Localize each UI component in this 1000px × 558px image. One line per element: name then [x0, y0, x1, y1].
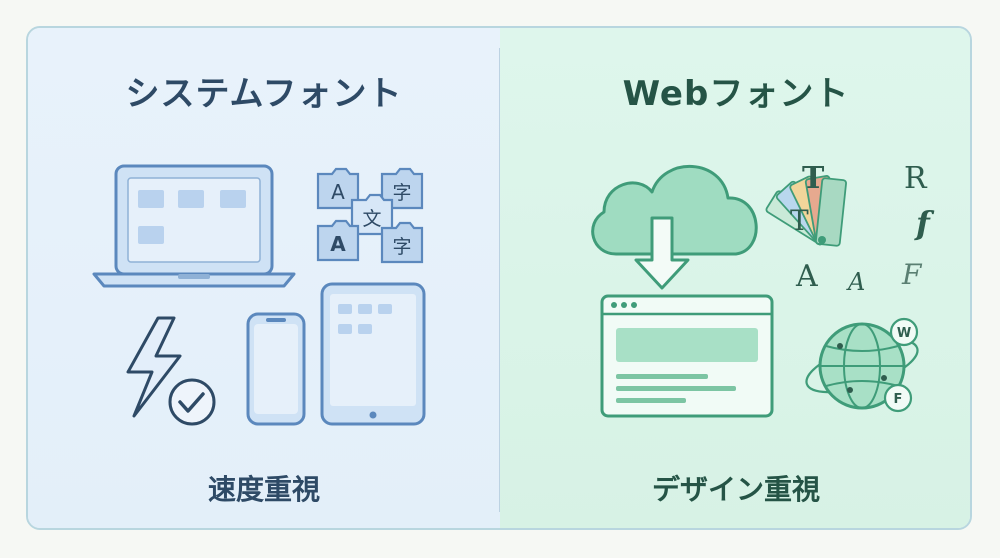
tablet-icon: [320, 282, 426, 426]
web-font-panel: Webフォント: [500, 28, 970, 528]
glyph-a-script: A: [846, 268, 865, 296]
glyph-a-lower: A: [330, 232, 346, 256]
globe-network-icon: W F: [805, 317, 919, 413]
glyph-bun: 文: [362, 208, 381, 230]
glyph-tile-ji-bottom: 字: [380, 221, 424, 264]
smartphone-icon: [246, 312, 306, 426]
web-font-illustration: T R T f A A F W: [591, 161, 935, 418]
font-glyph-tiles: A 字 文 A 字: [316, 167, 424, 264]
laptop-icon: [92, 164, 296, 288]
glyph-tile-ji-top: 字: [380, 167, 424, 210]
color-swatch-fan-icon: [765, 175, 847, 247]
system-font-panel: システムフォント A 字: [28, 28, 500, 528]
glyph-t: T: [790, 204, 809, 237]
glyph-r: R: [904, 161, 928, 196]
glyph-a-upper: A: [331, 180, 345, 204]
glyph-a-serif: A: [795, 259, 818, 294]
comparison-frame: システムフォント A 字: [26, 26, 972, 530]
system-font-title: システムフォント: [125, 74, 403, 114]
glyph-tile-a-bottom: A: [316, 219, 360, 262]
web-font-title: Webフォント: [622, 74, 850, 114]
lightning-bolt-icon: [126, 316, 182, 418]
system-font-caption: 速度重視: [207, 473, 320, 506]
badge-w-label: W: [897, 326, 911, 341]
web-font-caption: デザイン重視: [651, 473, 820, 506]
glyph-t-bold: T: [802, 161, 825, 196]
globe-badge-f: F: [883, 383, 913, 413]
typeface-glyphs: T R T f A A F: [790, 161, 935, 296]
glyph-tile-a-top: A: [316, 167, 360, 210]
glyph-ji-upper: 字: [392, 182, 411, 204]
glyph-f-italic: f: [914, 204, 935, 242]
glyph-tile-bun: 文: [350, 193, 394, 236]
glyph-ji-lower: 字: [392, 236, 411, 258]
glyph-f-script: F: [901, 258, 923, 291]
checkmark-circle-icon: [168, 378, 216, 426]
globe-badge-w: W: [889, 317, 919, 347]
badge-f-label: F: [894, 392, 903, 407]
system-font-illustration: A 字 文 A 字: [92, 164, 426, 426]
cloud-download-icon: [591, 165, 758, 290]
browser-window-icon: [600, 294, 774, 418]
